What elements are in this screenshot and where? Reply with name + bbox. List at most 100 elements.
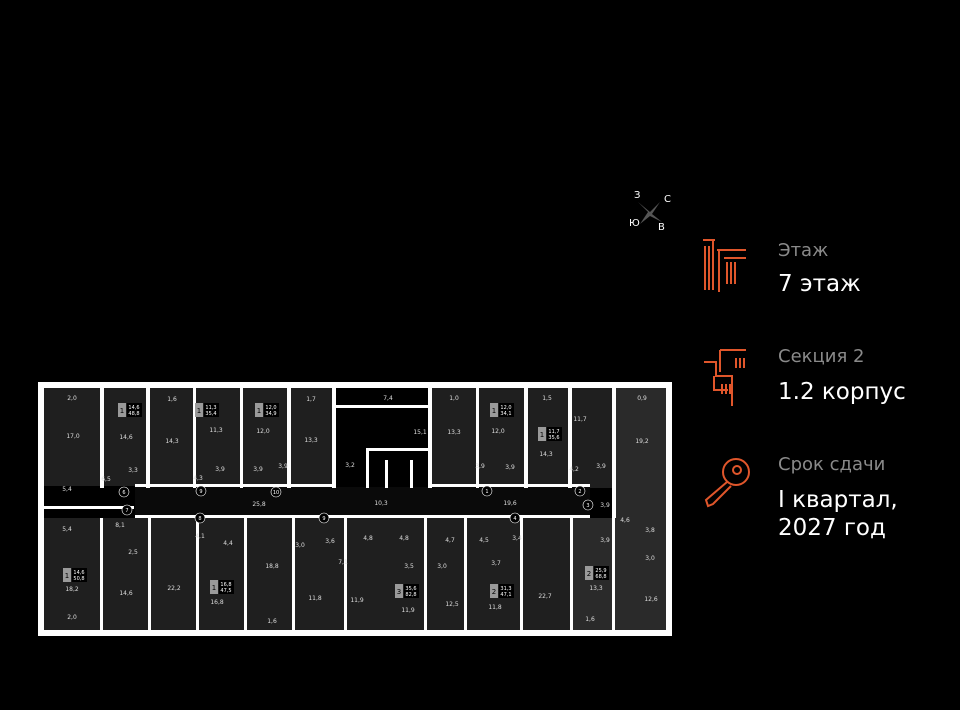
door-marker	[118, 486, 130, 498]
room-area-label: 2,0	[67, 395, 77, 402]
wall	[287, 388, 291, 488]
wall	[100, 518, 103, 630]
wall	[666, 382, 672, 636]
section-label: Секция 2	[778, 346, 865, 367]
room-area-label: 18,2	[65, 586, 79, 593]
floor-label: Этаж	[778, 240, 829, 261]
room-area-label: 0,9	[637, 395, 647, 402]
room-area-label: 16,8	[210, 599, 224, 606]
delivery-label: Срок сдачи	[778, 454, 886, 475]
compass-east: В	[658, 222, 665, 233]
room-area-label: 3,9	[215, 466, 225, 473]
room-area-label: 13,3	[304, 437, 318, 444]
wall	[410, 460, 413, 488]
apartment-rooms: 1	[257, 407, 261, 415]
apartment-total-area: 50,8	[73, 576, 84, 582]
door-marker	[582, 499, 594, 511]
apartment-total-area: 68,8	[595, 574, 606, 580]
wall	[240, 388, 243, 488]
room-area-label: 13,3	[589, 585, 603, 592]
wall	[148, 518, 151, 630]
room-area-label: 4,5	[479, 537, 489, 544]
apartment-living-area: 14,6	[128, 405, 139, 411]
room-area-label: 1,0	[449, 395, 459, 402]
door-number: 4	[513, 516, 516, 522]
room-area-label: 7,1	[338, 559, 348, 566]
building-floor-icon	[703, 239, 746, 292]
room-area-label: 14,6	[119, 590, 133, 597]
apartment-total-area: 48,8	[128, 411, 139, 417]
room-area-label: 3,9	[600, 537, 610, 544]
door-number: 7	[125, 508, 128, 514]
apartment-living-area: 12,0	[500, 405, 511, 411]
room-area-label: 3,8	[645, 527, 655, 534]
room-area-label: 13,3	[447, 429, 461, 436]
section-value: 1.2 корпус	[778, 379, 906, 405]
wall	[366, 448, 369, 488]
floor-value: 7 этаж	[778, 271, 861, 297]
compass-north: С	[664, 194, 671, 205]
room-area-label: 3,9	[596, 463, 606, 470]
room-area-label: 1,6	[585, 616, 595, 623]
room-area-label: 18,8	[265, 563, 279, 570]
room-area-label: 19,2	[635, 438, 649, 445]
room-area-label: 3,0	[295, 542, 305, 549]
room-area-label: 3,7	[491, 560, 501, 567]
wall	[100, 388, 104, 488]
door-number: 1	[485, 489, 488, 495]
room-area-label: 4,8	[399, 535, 409, 542]
apartment-living-area: 11,7	[548, 429, 559, 435]
apartment-rooms: 1	[540, 431, 544, 439]
apartment-badge[interactable]: 1 11,735,6	[538, 427, 562, 441]
wall	[193, 388, 196, 488]
wall	[38, 382, 44, 636]
room-area-label: 3,9	[600, 502, 610, 509]
door-number: 8	[198, 516, 201, 522]
apartment-rooms: 1	[65, 572, 69, 580]
door-marker	[121, 504, 133, 516]
room-area	[572, 388, 612, 488]
door-marker	[509, 512, 521, 524]
wall	[135, 515, 590, 518]
apartment-total-area: 35,4	[205, 411, 216, 417]
room-area-label: 3,3	[128, 467, 138, 474]
apartment-living-area: 11,3	[205, 405, 216, 411]
wall	[524, 388, 528, 488]
corridor	[135, 487, 590, 515]
wall	[135, 484, 335, 487]
wall	[336, 405, 428, 408]
room-area-label: 14,6	[119, 434, 133, 441]
wall	[385, 460, 388, 488]
room-area-label: 2,5	[128, 549, 138, 556]
room-area-label: 17,0	[66, 433, 80, 440]
wall	[344, 518, 347, 630]
room-area-label: 4,4	[223, 540, 233, 547]
room-area-label: 11,8	[488, 604, 502, 611]
apartment-total-area: 35,6	[548, 435, 559, 441]
room-area	[144, 518, 244, 633]
room-area-label: 4,7	[445, 537, 455, 544]
door-number: 6	[122, 490, 125, 496]
door-number: 9	[322, 516, 325, 522]
room-area-label: 5,4	[62, 526, 72, 533]
door-marker	[318, 512, 330, 524]
room-area-label: 22,2	[167, 585, 181, 592]
room-area-label: 1,5	[542, 395, 552, 402]
apartment-rooms: 1	[212, 584, 216, 592]
wall	[520, 518, 523, 630]
room-area-label: 8,1	[115, 522, 125, 529]
room-area-label: 22,7	[538, 593, 552, 600]
apartment-living-area: 35,6	[405, 586, 416, 592]
room-area-label: 3,4	[512, 535, 522, 542]
room-area-label: 4,8	[363, 535, 373, 542]
room-area-label: 3,9	[278, 463, 288, 470]
